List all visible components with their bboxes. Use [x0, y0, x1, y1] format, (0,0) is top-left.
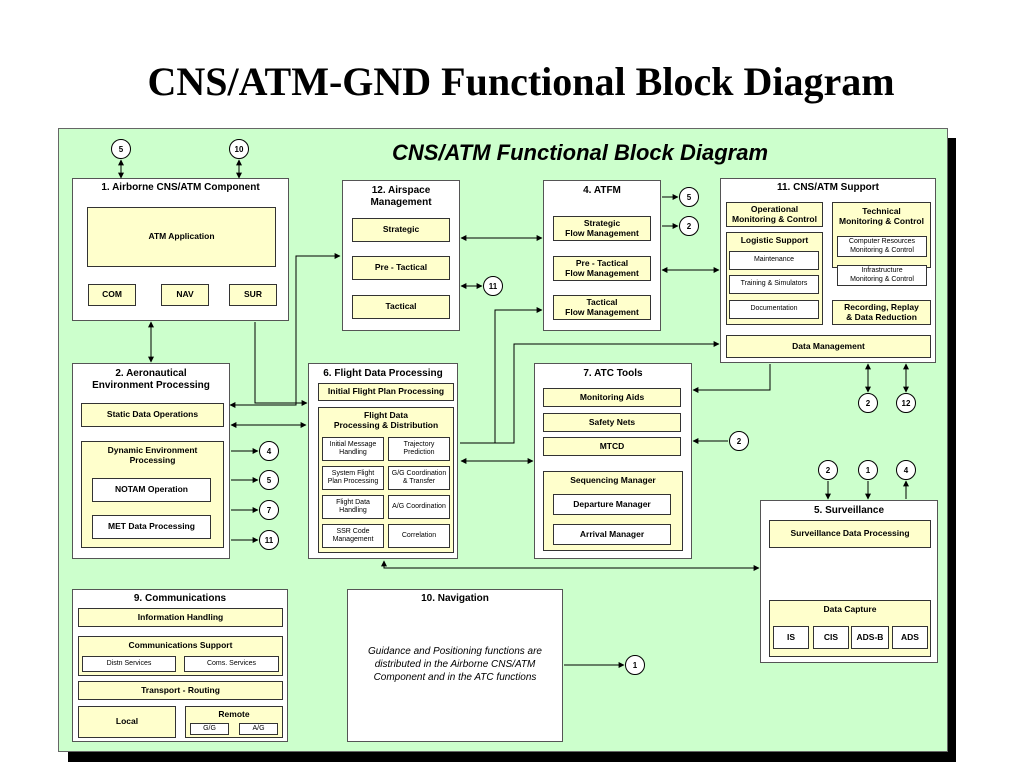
aeronautical-title: 2. Aeronautical Environment Processing	[92, 368, 210, 391]
diagram-title: CNS/ATM Functional Block Diagram	[391, 140, 769, 165]
correlation: Correlation	[388, 524, 450, 548]
communications-title: 9. Communications	[133, 593, 227, 604]
cis-block: CIS	[813, 626, 849, 649]
monitoring-aids: Monitoring Aids	[543, 388, 681, 407]
airspace-strategic: Strategic	[352, 218, 450, 242]
ads-block: ADS	[892, 626, 928, 649]
atfm-tactical: Tactical Flow Management	[553, 295, 651, 320]
com-block: COM	[88, 284, 136, 306]
ref-circle-atfm-2: 2	[679, 216, 699, 236]
flight-data-handling: Flight Data Handling	[322, 495, 384, 519]
coms-services: Coms. Services	[184, 656, 279, 672]
technical-monitoring: Technical Monitoring & Control	[832, 202, 931, 268]
atc-tools-title: 7. ATC Tools	[583, 368, 643, 379]
data-management: Data Management	[726, 335, 931, 358]
local-block: Local	[78, 706, 176, 738]
remote-title: Remote	[218, 709, 250, 719]
notam-operation: NOTAM Operation	[92, 478, 211, 502]
airspace-pretactical: Pre - Tactical	[352, 256, 450, 280]
ref-circle-sur-4: 4	[896, 460, 916, 480]
ref-circle-sur-2: 2	[818, 460, 838, 480]
atfm-strategic: Strategic Flow Management	[553, 216, 651, 241]
nav-block: NAV	[161, 284, 209, 306]
ag-coordination: A/G Coordination	[388, 495, 450, 519]
ref-circle-ae-5: 5	[259, 470, 279, 490]
arrival-manager: Arrival Manager	[553, 524, 671, 545]
remote-gg: G/G	[190, 723, 229, 735]
met-data-processing: MET Data Processing	[92, 515, 211, 539]
surveillance-data-processing: Surveillance Data Processing	[769, 520, 931, 548]
fd-distribution-title: Flight Data Processing & Distribution	[333, 410, 439, 430]
computer-resources: Computer Resources Monitoring & Control	[837, 236, 927, 257]
slide-title: CNS/ATM-GND Functional Block Diagram	[147, 59, 895, 104]
data-capture-title: Data Capture	[823, 604, 877, 614]
recording-replay: Recording, Replay & Data Reduction	[832, 300, 931, 325]
ref-circle-atc-2: 2	[729, 431, 749, 451]
navigation-description: Guidance and Positioning functions are d…	[367, 646, 542, 683]
mtcd: MTCD	[543, 437, 681, 456]
static-data-operations: Static Data Operations	[81, 403, 224, 427]
atfm-pretactical: Pre - Tactical Flow Management	[553, 256, 651, 281]
training-simulators: Training & Simulators	[729, 275, 819, 294]
documentation: Documentation	[729, 300, 819, 319]
safety-nets: Safety Nets	[543, 413, 681, 432]
ref-circle-nav-1: 1	[625, 655, 645, 675]
adsb-block: ADS-B	[851, 626, 889, 649]
airborne-title: 1. Airborne CNS/ATM Component	[101, 182, 260, 193]
gg-coordination: G/G Coordination & Transfer	[388, 466, 450, 490]
navigation-title: 10. Navigation	[421, 593, 489, 604]
sequencing-manager-title: Sequencing Manager	[570, 475, 656, 485]
initial-message-handling: Initial Message Handling	[322, 437, 384, 461]
information-handling: Information Handling	[78, 608, 283, 627]
system-flight-plan: System Flight Plan Processing	[322, 466, 384, 490]
ref-circle-a1-5: 5	[111, 139, 131, 159]
ssr-code-management: SSR Code Management	[322, 524, 384, 548]
ref-circle-ae-7: 7	[259, 500, 279, 520]
departure-manager: Departure Manager	[553, 494, 671, 515]
airspace-tactical: Tactical	[352, 295, 450, 319]
support-title: 11. CNS/ATM Support	[776, 182, 880, 193]
distn-services: Distn Services	[82, 656, 176, 672]
dynamic-environment-title: Dynamic Environment Processing	[107, 445, 198, 465]
ref-circle-sur-1: 1	[858, 460, 878, 480]
airspace-title: 12. Airspace Management	[370, 185, 432, 208]
communications-support-title: Communications Support	[128, 640, 233, 650]
maintenance: Maintenance	[729, 251, 819, 270]
operational-monitoring: Operational Monitoring & Control	[726, 202, 823, 227]
infrastructure-monitoring: Infrastructure Monitoring & Control	[837, 265, 927, 286]
atfm-title: 4. ATFM	[583, 185, 621, 196]
ref-circle-airspace-11: 11	[483, 276, 503, 296]
ref-circle-support-2: 2	[858, 393, 878, 413]
ref-circle-a1-10: 10	[229, 139, 249, 159]
surveillance-title: 5. Surveillance	[813, 505, 885, 516]
trajectory-prediction: Trajectory Prediction	[388, 437, 450, 461]
remote-ag: A/G	[239, 723, 278, 735]
block-navigation	[347, 589, 563, 742]
ref-circle-ae-11: 11	[259, 530, 279, 550]
is-block: IS	[773, 626, 809, 649]
ref-circle-ae-4: 4	[259, 441, 279, 461]
transport-routing: Transport - Routing	[78, 681, 283, 700]
ref-circle-support-12: 12	[896, 393, 916, 413]
logistic-support-title: Logistic Support	[740, 235, 809, 245]
ref-circle-atfm-5: 5	[679, 187, 699, 207]
